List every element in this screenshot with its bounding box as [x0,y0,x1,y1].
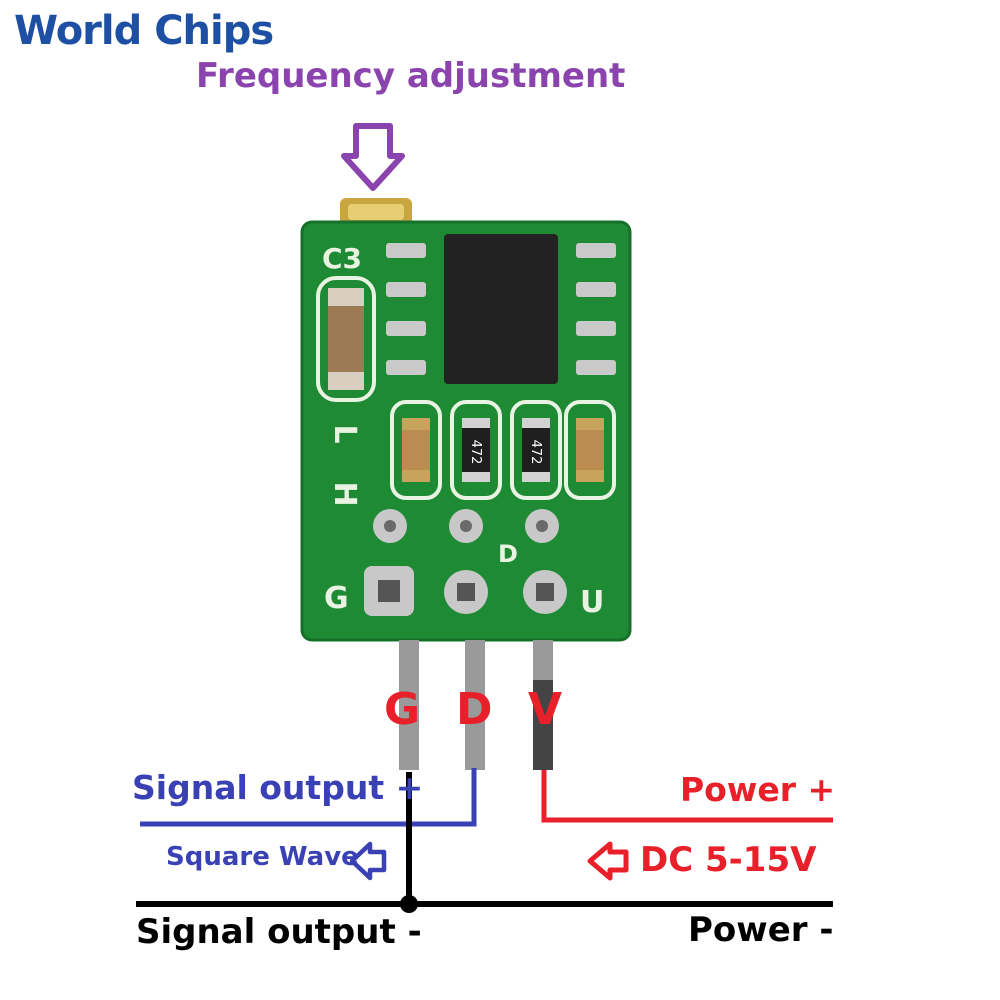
brand-logo: World Chips [14,8,274,54]
pin-label-d: D [456,684,493,735]
dc-range-label: DC 5-15V [640,840,817,880]
silk-h: H [327,481,362,506]
silk-d: D [498,540,518,568]
square-wave-label: Square Wave [166,842,359,872]
resistor-1-code: 472 [468,440,483,465]
module-pins [399,640,553,770]
frequency-arrow-icon [341,123,405,191]
resistor-2-code: 472 [528,440,543,465]
pin-label-v: V [528,684,563,735]
logo-chips-text: Chips [154,8,274,54]
dc-arrow-icon [587,841,629,881]
silk-l: L [327,424,362,443]
silk-u: U [580,585,604,620]
vias-row [373,509,559,543]
signal-wire [140,768,477,827]
power-minus-label: Power - [688,910,834,950]
pin-pads [364,566,567,616]
ground-junction [400,895,418,913]
signal-output-plus-label: Signal output + [132,768,424,807]
pin-label-g: G [384,684,421,735]
signal-output-minus-label: Signal output - [136,912,422,952]
power-wire [541,770,833,823]
power-plus-label: Power + [680,770,836,809]
silk-g: G [324,581,349,616]
logo-world-text: World [14,8,142,54]
frequency-adjustment-label: Frequency adjustment [196,56,626,96]
capacitor-c3 [316,276,376,402]
square-wave-arrow-icon [349,841,387,881]
ic-chip [386,234,616,384]
smd-components [390,400,616,500]
silk-c3: C3 [322,242,362,275]
